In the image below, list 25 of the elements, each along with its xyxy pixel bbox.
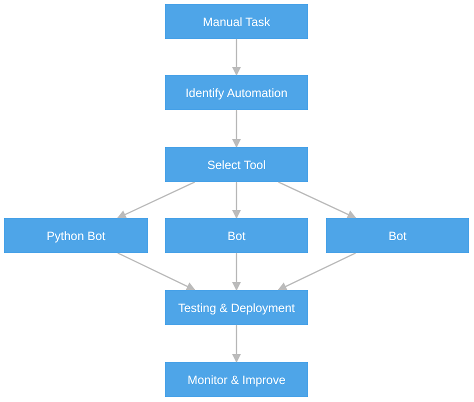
process-box <box>165 362 308 397</box>
process-box <box>165 218 308 253</box>
process-box <box>4 218 148 253</box>
process-box <box>165 4 308 39</box>
box-label: Testing & Deployment <box>178 300 295 314</box>
process-box <box>165 290 308 325</box>
box-label: Bot <box>388 228 406 242</box>
arrow <box>232 253 242 291</box>
arrow <box>117 252 196 291</box>
process-box <box>165 147 308 182</box>
arrow <box>232 182 242 219</box>
arrow <box>232 325 242 363</box>
arrow <box>116 181 196 219</box>
arrow <box>278 181 356 219</box>
box-label: Identify Automation <box>185 86 288 100</box>
arrow <box>232 39 242 76</box>
box-label: Bot <box>227 228 246 242</box>
process-box <box>165 75 308 110</box>
box-label: Monitor & Improve <box>187 372 286 386</box>
box-label: Select Tool <box>207 158 266 172</box>
process-box <box>326 218 469 253</box>
arrow <box>278 252 356 291</box>
box-label: Python Bot <box>46 228 106 242</box>
box-label: Manual Task <box>202 14 270 28</box>
arrow <box>232 110 242 148</box>
